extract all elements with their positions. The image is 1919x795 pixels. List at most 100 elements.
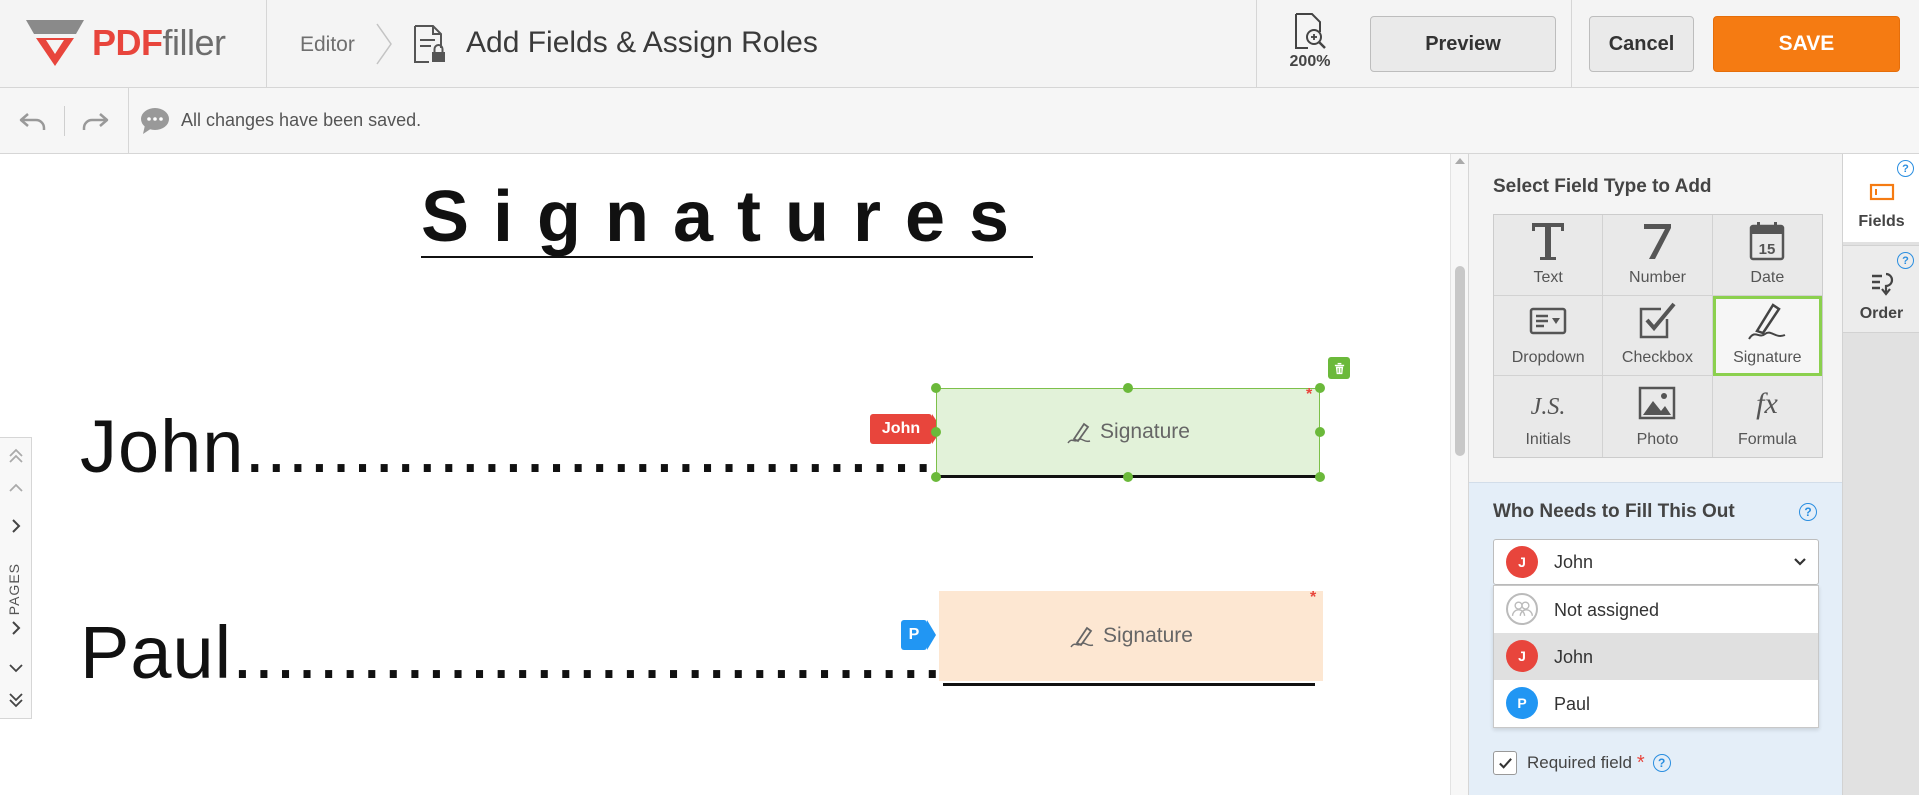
undo-icon[interactable] bbox=[18, 108, 48, 134]
signature-field-label: Signature bbox=[1100, 420, 1190, 443]
scroll-thumb[interactable] bbox=[1455, 266, 1465, 456]
role-option-label: Not assigned bbox=[1554, 600, 1660, 620]
field-type-label: Photo bbox=[1636, 430, 1679, 448]
role-dropdown-menu: Not assigned J John P Paul bbox=[1493, 585, 1819, 728]
field-type-initials[interactable]: J.S. Initials bbox=[1494, 376, 1604, 457]
next-page-icon[interactable] bbox=[4, 656, 28, 680]
initials-icon: J.S. bbox=[1531, 394, 1566, 420]
divider bbox=[266, 0, 267, 88]
role-option-not-assigned[interactable]: Not assigned bbox=[1494, 586, 1818, 633]
role-option-john[interactable]: J John bbox=[1494, 633, 1818, 680]
divider bbox=[128, 88, 129, 154]
role-tag-john[interactable]: John bbox=[870, 414, 942, 444]
role-option-paul[interactable]: P Paul bbox=[1494, 680, 1818, 727]
logo-pdf-text: PDF bbox=[92, 22, 163, 63]
tab-fields[interactable]: ? Fields bbox=[1843, 154, 1919, 242]
side-tabs: ? Fields ? Order bbox=[1842, 154, 1919, 795]
chevron-down-icon bbox=[1794, 558, 1806, 566]
checkmark-icon bbox=[1498, 757, 1512, 769]
pages-label[interactable]: PAGES bbox=[6, 563, 22, 616]
role-option-label: John bbox=[1554, 647, 1594, 667]
save-button[interactable]: SAVE bbox=[1713, 16, 1900, 72]
comment-icon bbox=[141, 108, 169, 134]
date-icon: 15 bbox=[1750, 221, 1785, 260]
required-field-label: Required field bbox=[1527, 753, 1632, 772]
tab-order[interactable]: ? Order bbox=[1843, 245, 1919, 333]
save-status: All changes have been saved. bbox=[181, 110, 422, 130]
zoom-control[interactable]: 200% bbox=[1270, 12, 1350, 76]
avatar: P bbox=[1506, 687, 1538, 719]
field-type-label: Date bbox=[1750, 268, 1785, 286]
help-icon[interactable]: ? bbox=[1897, 252, 1914, 269]
checkbox-icon bbox=[1640, 303, 1677, 339]
divider bbox=[64, 106, 65, 136]
field-type-number[interactable]: Number bbox=[1603, 215, 1713, 296]
first-page-icon[interactable] bbox=[4, 444, 28, 468]
field-type-signature[interactable]: Signature bbox=[1712, 295, 1822, 377]
field-type-grid: Text Number 15 Date bbox=[1493, 214, 1823, 458]
breadcrumb-chevron-icon bbox=[376, 23, 392, 65]
signature-field-john[interactable]: Signature bbox=[936, 388, 1320, 478]
expand-pages-icon[interactable] bbox=[4, 616, 28, 640]
signature-field-paul[interactable]: Signature bbox=[939, 591, 1323, 681]
resize-handle[interactable] bbox=[1315, 383, 1325, 393]
field-type-label: Text bbox=[1533, 268, 1563, 286]
avatar: J bbox=[1506, 546, 1538, 578]
vertical-scrollbar[interactable] bbox=[1450, 154, 1468, 795]
divider bbox=[1256, 0, 1257, 88]
signature-icon bbox=[1748, 303, 1786, 340]
field-type-date[interactable]: 15 Date bbox=[1712, 215, 1822, 296]
scroll-up-icon[interactable] bbox=[1455, 158, 1465, 164]
last-page-icon[interactable] bbox=[4, 688, 28, 712]
breadcrumb-editor[interactable]: Editor bbox=[300, 33, 355, 56]
unassigned-users-icon bbox=[1506, 593, 1538, 625]
document-heading: Signatures bbox=[421, 177, 1034, 258]
photo-icon bbox=[1639, 386, 1676, 420]
role-select[interactable]: J John bbox=[1493, 539, 1819, 585]
resize-handle[interactable] bbox=[931, 427, 941, 437]
assign-role-heading: Who Needs to Fill This Out bbox=[1493, 501, 1735, 522]
field-type-photo[interactable]: Photo bbox=[1603, 376, 1713, 457]
field-type-label: Formula bbox=[1737, 430, 1797, 448]
logo-filler-text: filler bbox=[162, 22, 227, 63]
signer-line-paul: Paul................................. bbox=[80, 611, 944, 694]
role-tag-paul[interactable]: P bbox=[901, 620, 936, 650]
editor-toolbar: All changes have been saved. bbox=[0, 88, 1919, 154]
trash-icon bbox=[1334, 362, 1344, 374]
help-icon[interactable]: ? bbox=[1652, 754, 1671, 772]
text-icon bbox=[1532, 222, 1565, 260]
avatar: J bbox=[1506, 640, 1538, 672]
signature-pen-icon bbox=[1067, 422, 1091, 444]
required-marker: * bbox=[1306, 386, 1313, 403]
field-type-label: Dropdown bbox=[1511, 349, 1585, 367]
preview-button[interactable]: Preview bbox=[1370, 16, 1556, 72]
number-icon bbox=[1644, 223, 1672, 259]
delete-field-button[interactable] bbox=[1328, 357, 1350, 379]
help-icon[interactable]: ? bbox=[1799, 503, 1817, 521]
field-type-dropdown[interactable]: Dropdown bbox=[1494, 295, 1604, 377]
resize-handle[interactable] bbox=[931, 383, 941, 393]
help-icon[interactable]: ? bbox=[1897, 160, 1914, 177]
resize-handle[interactable] bbox=[1123, 383, 1133, 393]
resize-handle[interactable] bbox=[1123, 472, 1133, 482]
signer-line-john: John................................. bbox=[80, 405, 956, 488]
document-canvas[interactable]: Signatures John.........................… bbox=[0, 154, 1450, 795]
order-icon bbox=[1871, 272, 1893, 296]
field-type-text[interactable]: Text bbox=[1494, 215, 1604, 296]
required-field-checkbox[interactable] bbox=[1493, 751, 1517, 775]
role-select-value: John bbox=[1554, 552, 1594, 572]
pdffiller-logo[interactable]: PDFfiller bbox=[24, 18, 226, 68]
prev-page-icon[interactable] bbox=[4, 476, 28, 500]
field-type-checkbox[interactable]: Checkbox bbox=[1603, 295, 1713, 377]
pdffiller-logo-icon bbox=[26, 20, 84, 66]
cancel-button[interactable]: Cancel bbox=[1589, 16, 1694, 72]
resize-handle[interactable] bbox=[931, 472, 941, 482]
dropdown-icon bbox=[1529, 308, 1567, 335]
field-type-formula[interactable]: fx Formula bbox=[1713, 376, 1822, 457]
redo-icon[interactable] bbox=[80, 108, 110, 134]
expand-pages-icon[interactable] bbox=[4, 514, 28, 538]
pages-navigator: PAGES bbox=[0, 437, 32, 719]
date-icon-glyph: 15 bbox=[1759, 241, 1776, 258]
resize-handle[interactable] bbox=[1315, 427, 1325, 437]
resize-handle[interactable] bbox=[1315, 472, 1325, 482]
